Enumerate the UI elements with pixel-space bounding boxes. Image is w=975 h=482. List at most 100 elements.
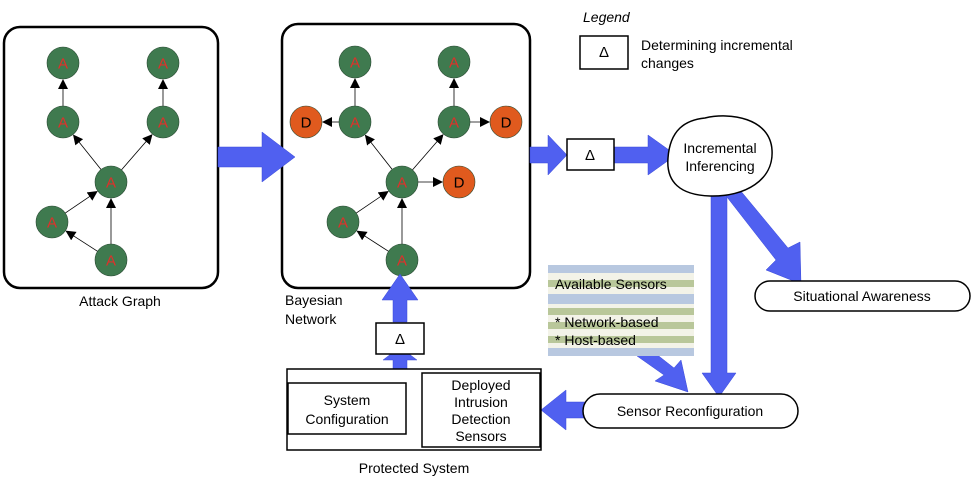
attack-node: A: [437, 105, 471, 139]
protected-system-caption: Protected System: [359, 460, 470, 476]
available-sensors-title: Available Sensors: [555, 276, 667, 292]
node-circle: [289, 105, 323, 139]
system-configuration-box: [287, 382, 407, 435]
node-label: D: [454, 175, 465, 192]
node-label: A: [47, 215, 57, 232]
incremental-inferencing-line2: Inferencing: [685, 158, 754, 174]
attack-node: A: [437, 45, 471, 79]
legend-title: Legend: [583, 9, 631, 25]
available-sensors-panel: Available Sensors * Network-based * Host…: [548, 265, 694, 356]
delta-symbol: Δ: [395, 331, 405, 348]
node-label: A: [158, 56, 168, 73]
node-label: A: [350, 55, 360, 72]
node-circle: [46, 105, 80, 139]
arrow-attack-to-bayesian: [217, 131, 296, 183]
bayesian-network-panel: A A A A A A A D D D Bayesian Network: [280, 22, 532, 327]
attack-node: A: [146, 105, 180, 139]
graph-edge: [65, 190, 98, 214]
graph-edge: [65, 230, 98, 252]
sensor-reconfiguration-label: Sensor Reconfiguration: [617, 403, 763, 419]
node-circle: [489, 105, 523, 139]
attack-node: A: [338, 45, 372, 79]
ids-line: Deployed: [451, 377, 510, 393]
defense-node: D: [489, 105, 523, 139]
legend-delta-symbol: Δ: [599, 44, 609, 61]
node-circle: [146, 46, 180, 80]
attack-node: A: [94, 165, 128, 199]
sensor-reconfiguration-node: Sensor Reconfiguration: [582, 393, 799, 429]
bayesian-network-nodes: A A A A A A A D D D: [289, 45, 523, 277]
node-circle: [338, 105, 372, 139]
delta-box-inference: Δ: [566, 138, 615, 171]
attack-node: A: [338, 105, 372, 139]
available-sensors-item: * Network-based: [555, 314, 659, 330]
node-circle: [326, 205, 360, 239]
node-circle: [385, 243, 419, 277]
ids-line: Detection: [451, 411, 510, 427]
ids-box: [421, 372, 541, 448]
arrow-bayesian-to-delta: [529, 134, 568, 176]
node-circle: [338, 45, 372, 79]
legend-description-line1: Determining incremental: [641, 37, 793, 53]
arrow-inferencing-to-sensor-reconfiguration: [701, 193, 737, 398]
attack-node: A: [385, 165, 419, 199]
legend-description-line2: changes: [641, 55, 694, 71]
legend-delta-box: [579, 35, 629, 70]
node-circle: [146, 105, 180, 139]
system-configuration-line2: Configuration: [305, 411, 388, 427]
defense-node: D: [289, 105, 323, 139]
incremental-inferencing-line1: Incremental: [683, 140, 756, 156]
node-circle: [437, 45, 471, 79]
arrow-delta-to-bayesian: [381, 273, 419, 323]
attack-node: A: [35, 205, 69, 239]
node-label: A: [58, 115, 68, 132]
node-label: A: [397, 253, 407, 270]
arrow-reconfiguration-to-ids: [540, 389, 589, 431]
arrow-inferencing-to-situational-awareness: [722, 183, 802, 285]
node-label: D: [301, 115, 312, 132]
graph-edge: [356, 230, 389, 252]
attack-node: A: [46, 105, 80, 139]
node-circle: [94, 165, 128, 199]
graph-edge: [356, 190, 389, 214]
node-label: A: [449, 55, 459, 72]
node-label: A: [58, 56, 68, 73]
graph-edge: [72, 134, 102, 170]
delta-box-system: Δ: [375, 322, 425, 355]
system-configuration-line1: System: [324, 392, 371, 408]
attack-node: A: [326, 205, 360, 239]
delta-symbol: Δ: [585, 147, 595, 164]
node-label: A: [449, 115, 459, 132]
node-circle: [442, 165, 476, 199]
defense-node: D: [442, 165, 476, 199]
graph-edge: [364, 134, 393, 170]
attack-graph-edges: [58, 79, 168, 252]
attack-node: A: [94, 243, 128, 277]
available-sensors-item: * Host-based: [555, 332, 636, 348]
node-circle: [385, 165, 419, 199]
situational-awareness-label: Situational Awareness: [793, 288, 931, 304]
bayesian-network-caption-line2: Network: [285, 311, 337, 327]
attack-node: A: [46, 46, 80, 80]
bayesian-network-edges: [322, 78, 490, 252]
bayesian-network-caption-line1: Bayesian: [285, 292, 343, 308]
legend: Legend Δ Determining incremental changes: [579, 9, 793, 71]
attack-node: A: [146, 46, 180, 80]
protected-system: System Configuration Deployed Intrusion …: [286, 368, 542, 476]
node-label: A: [338, 215, 348, 232]
node-label: A: [106, 253, 116, 270]
attack-graph-caption: Attack Graph: [79, 293, 161, 309]
arrow-delta-to-inferencing: [613, 134, 677, 176]
situational-awareness-node: Situational Awareness: [754, 280, 971, 312]
ids-line: Sensors: [455, 428, 506, 444]
node-label: A: [397, 175, 407, 192]
node-circle: [94, 243, 128, 277]
ids-line: Intrusion: [454, 394, 508, 410]
incremental-inferencing-node: Incremental Inferencing: [667, 115, 773, 197]
graph-edge: [121, 134, 153, 171]
graph-edge: [412, 134, 444, 171]
flow-arrows: [217, 131, 802, 431]
node-label: D: [501, 115, 512, 132]
